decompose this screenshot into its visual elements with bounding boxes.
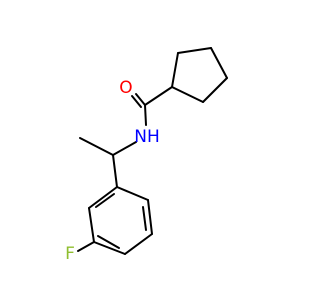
- fluorine-label: F: [65, 244, 75, 264]
- aromatic-inner-bond: [142, 206, 147, 231]
- bond: [116, 186, 149, 201]
- benzene-ring: [88, 186, 153, 255]
- molecule-structure: O NH F: [65, 47, 228, 264]
- cyclopentane-ring: [171, 47, 228, 103]
- bond: [210, 47, 228, 79]
- bond: [93, 241, 126, 255]
- bond: [171, 86, 204, 103]
- bond: [124, 233, 153, 255]
- bond: [77, 241, 95, 252]
- bond: [177, 47, 212, 54]
- oxygen-label: O: [119, 78, 132, 98]
- aromatic-inner-bond: [97, 235, 120, 249]
- carbonyl-double-bond: [135, 93, 146, 106]
- bond: [112, 141, 137, 156]
- bond: [88, 207, 95, 243]
- bond: [202, 77, 228, 103]
- bond: [144, 86, 173, 106]
- aromatic-inner-bond: [95, 193, 115, 208]
- bond: [88, 186, 118, 209]
- bond: [79, 137, 114, 156]
- bond: [112, 154, 118, 188]
- bond: [147, 199, 153, 235]
- nitrogen-label: NH: [134, 127, 160, 147]
- bond: [144, 104, 147, 126]
- bond: [171, 52, 179, 88]
- carbonyl-double-bond: [131, 95, 142, 108]
